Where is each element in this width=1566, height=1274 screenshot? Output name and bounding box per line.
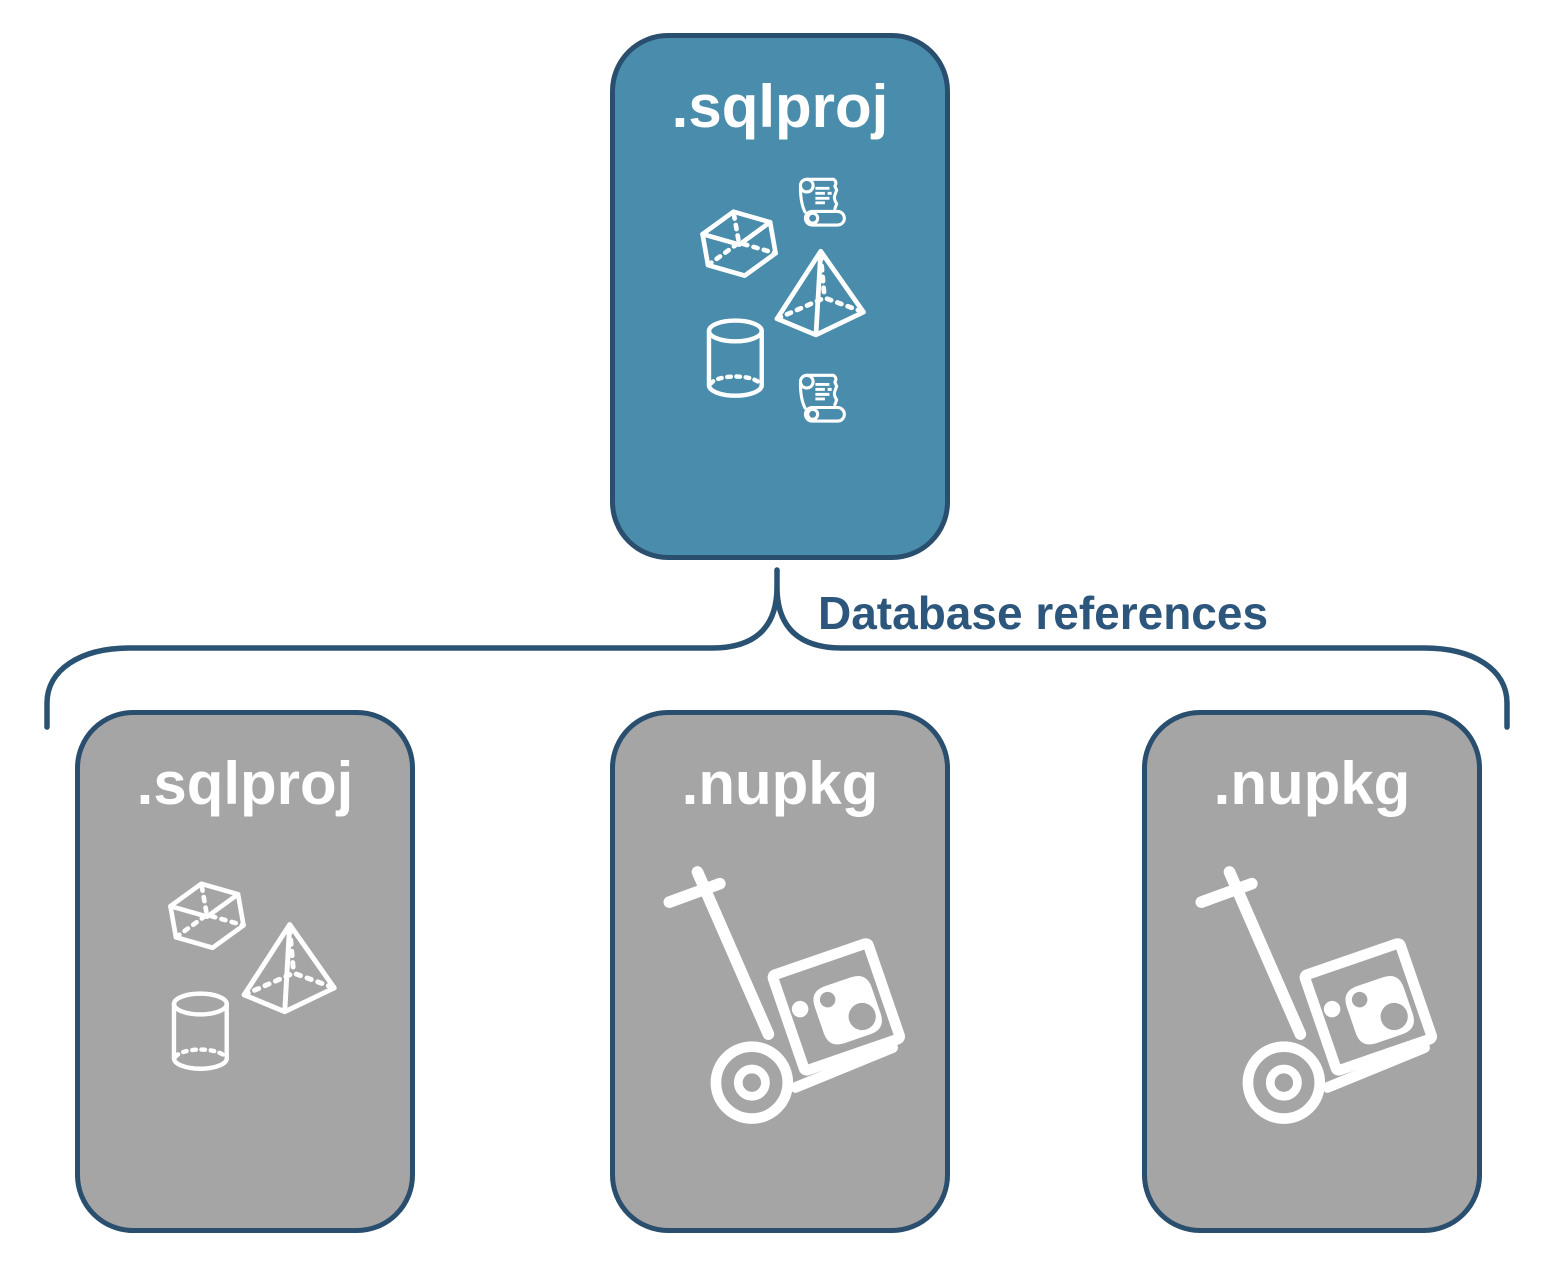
script-scroll-icon <box>798 373 846 423</box>
database-cylinder-icon <box>174 994 227 1069</box>
box-title: .sqlproj <box>136 750 354 817</box>
box-title: .nupkg <box>1213 750 1411 817</box>
package-dolly-icon <box>1201 872 1432 1119</box>
child-box-nupkg-1: .nupkg <box>610 710 950 1233</box>
child-box-sqlproj: .sqlproj <box>75 710 415 1233</box>
pyramid-3d-icon <box>777 251 863 335</box>
cube-3d-icon <box>700 206 779 282</box>
script-scroll-icon <box>798 177 846 227</box>
box-title: .nupkg <box>681 750 879 817</box>
database-cylinder-icon <box>709 321 762 396</box>
package-dolly-icon <box>669 872 900 1119</box>
database-references-label: Database references <box>818 587 1269 639</box>
child-box-nupkg-2: .nupkg <box>1142 710 1482 1233</box>
root-box-sqlproj: .sqlproj <box>610 33 950 560</box>
cube-3d-icon <box>168 878 247 954</box>
box-title: .sqlproj <box>671 73 889 140</box>
pyramid-3d-icon <box>244 925 334 1012</box>
